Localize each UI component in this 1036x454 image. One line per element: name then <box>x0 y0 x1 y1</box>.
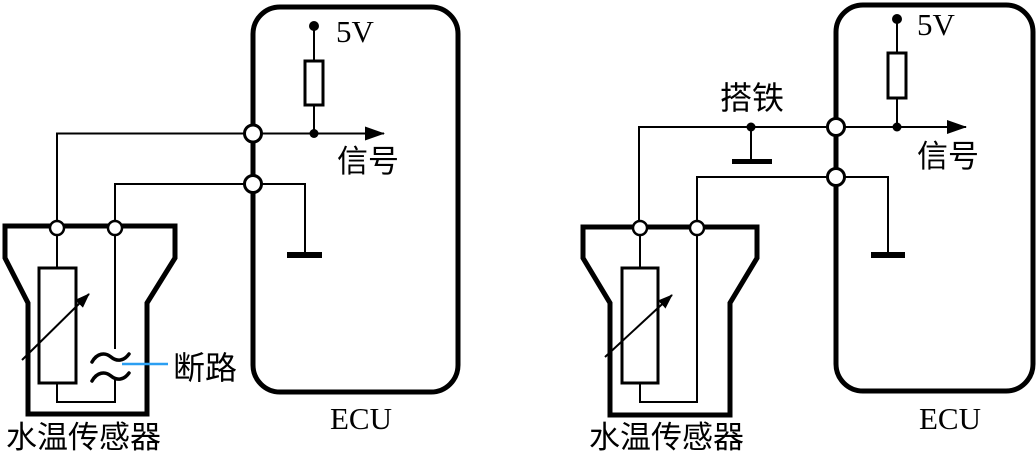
break-mark-top <box>90 352 131 364</box>
fault-label: 搭铁 <box>720 80 784 116</box>
sensor-label: 水温传感器 <box>6 420 161 454</box>
sensor-terminal-1 <box>48 219 66 237</box>
signal-label: 信号 <box>337 144 399 179</box>
sensor-housing <box>2 223 178 417</box>
junction-dot <box>892 122 902 132</box>
supply-label: 5V <box>917 7 956 42</box>
ecu-pin-signal <box>243 123 263 144</box>
fault-label: 断路 <box>173 350 237 386</box>
supply-terminal-dot <box>309 21 319 31</box>
sensor-terminal-2 <box>106 219 124 237</box>
panel-open-circuit: 5V 信号 断路 ECU 水温传感器 <box>2 4 461 454</box>
signal-wire <box>638 120 967 221</box>
ecu-box <box>833 2 1036 394</box>
ecu-box <box>250 4 461 395</box>
sensor-terminal-1 <box>631 219 649 237</box>
sensor-ground-wire <box>114 183 306 252</box>
pullup-resistor <box>303 59 325 107</box>
sensor-label: 水温传感器 <box>589 420 744 454</box>
thermistor-arrow <box>604 294 673 358</box>
thermistor-bottom-loop-wire <box>639 235 698 403</box>
thermistor-bottom-loop-wire <box>56 379 116 403</box>
ground-junction-dot <box>746 122 756 132</box>
signal-label: 信号 <box>917 139 979 174</box>
supply-terminal-dot <box>892 14 902 24</box>
ecu-pin-ground <box>826 167 846 187</box>
thermistor-arrow <box>21 293 90 361</box>
break-mark-bottom <box>90 371 131 383</box>
signal-wire <box>56 126 385 221</box>
ecu-label: ECU <box>330 401 392 436</box>
panel-ground-fault: 5V 搭铁 信号 ECU 水温传感器 <box>580 2 1036 454</box>
ecu-pin-signal <box>826 117 846 137</box>
ecu-label: ECU <box>919 401 981 436</box>
junction-dot <box>309 129 319 138</box>
ecu-pin-ground <box>243 174 263 194</box>
pullup-resistor <box>886 51 908 100</box>
sensor-terminal-2 <box>688 219 706 237</box>
sensor-housing <box>580 224 760 418</box>
supply-label: 5V <box>336 14 375 49</box>
sensor-ground-wire <box>696 176 889 252</box>
